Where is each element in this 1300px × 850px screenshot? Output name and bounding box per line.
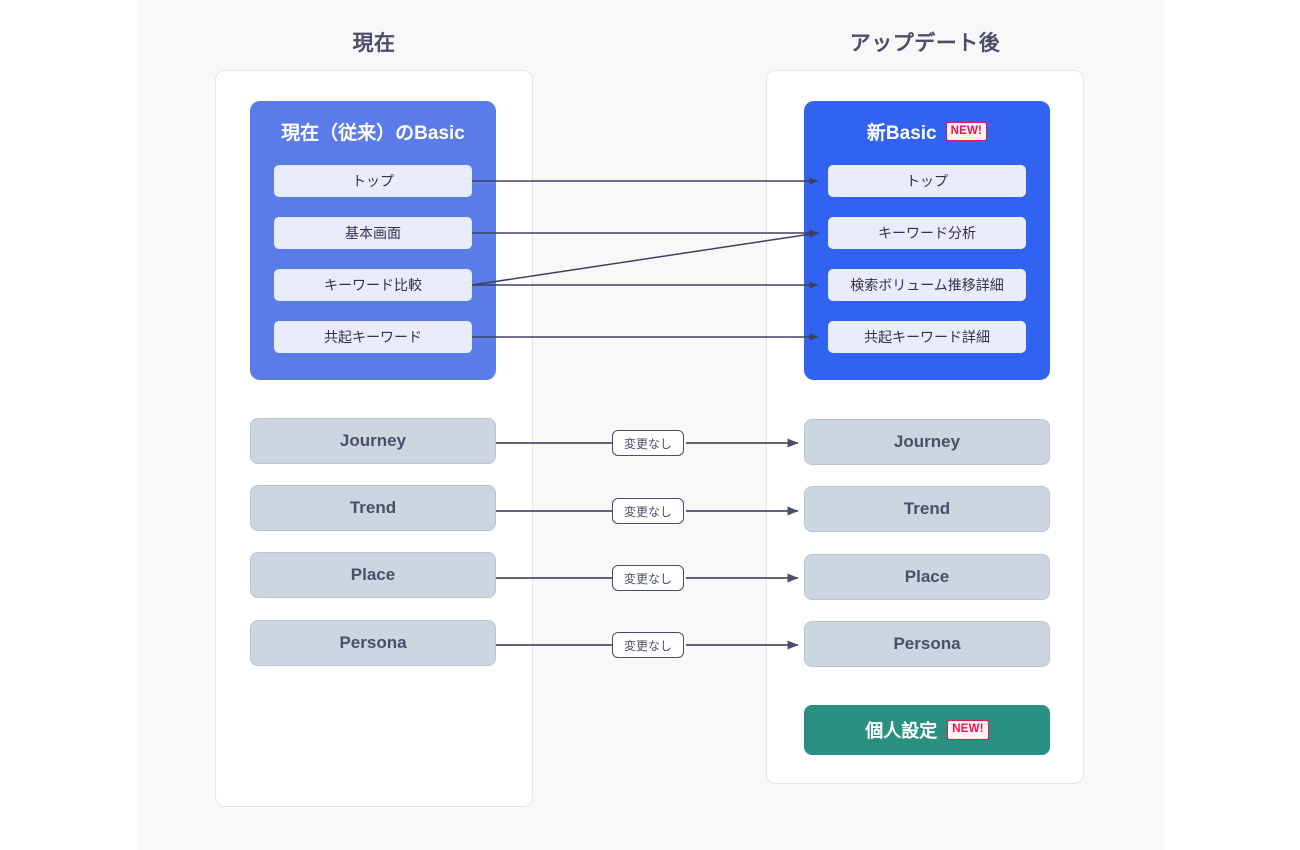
group-current-basic-title-text: 現在（従来）のBasic [281, 123, 465, 144]
group-new-basic-title-text: 新Basic [866, 123, 937, 144]
left-feature-trend[interactable]: Trend [250, 485, 496, 531]
right-item-search-volume-trend-detail[interactable]: 検索ボリューム推移詳細 [828, 269, 1026, 301]
edge-label-trend: 変更なし [612, 498, 684, 524]
edge-label-persona: 変更なし [612, 632, 684, 658]
left-item-basic-screen[interactable]: 基本画面 [274, 217, 472, 249]
right-feature-trend[interactable]: Trend [804, 486, 1050, 532]
left-feature-persona[interactable]: Persona [250, 620, 496, 666]
left-item-keyword-compare[interactable]: キーワード比較 [274, 269, 472, 301]
right-item-cooccurrence-keyword-detail[interactable]: 共起キーワード詳細 [828, 321, 1026, 353]
right-item-top[interactable]: トップ [828, 165, 1026, 197]
right-feature-persona[interactable]: Persona [804, 621, 1050, 667]
left-item-cooccurrence-keyword[interactable]: 共起キーワード [274, 321, 472, 353]
left-feature-journey[interactable]: Journey [250, 418, 496, 464]
personal-settings-label: 個人設定 [865, 721, 938, 741]
left-feature-place[interactable]: Place [250, 552, 496, 598]
new-badge-icon-personal-settings: NEW! [947, 720, 989, 740]
group-current-basic-title: 現在（従来）のBasic [250, 118, 496, 145]
right-feature-journey[interactable]: Journey [804, 419, 1050, 465]
group-new-basic-title: 新Basic NEW! [804, 118, 1050, 145]
edge-label-place: 変更なし [612, 565, 684, 591]
column-title-current: 現在 [352, 32, 396, 55]
column-title-after-update: アップデート後 [849, 32, 1001, 55]
left-item-top[interactable]: トップ [274, 165, 472, 197]
new-badge-icon: NEW! [945, 121, 988, 142]
right-feature-place[interactable]: Place [804, 554, 1050, 600]
personal-settings-button[interactable]: 個人設定 NEW! [804, 705, 1050, 755]
edge-label-journey: 変更なし [612, 430, 684, 456]
right-item-keyword-analysis[interactable]: キーワード分析 [828, 217, 1026, 249]
